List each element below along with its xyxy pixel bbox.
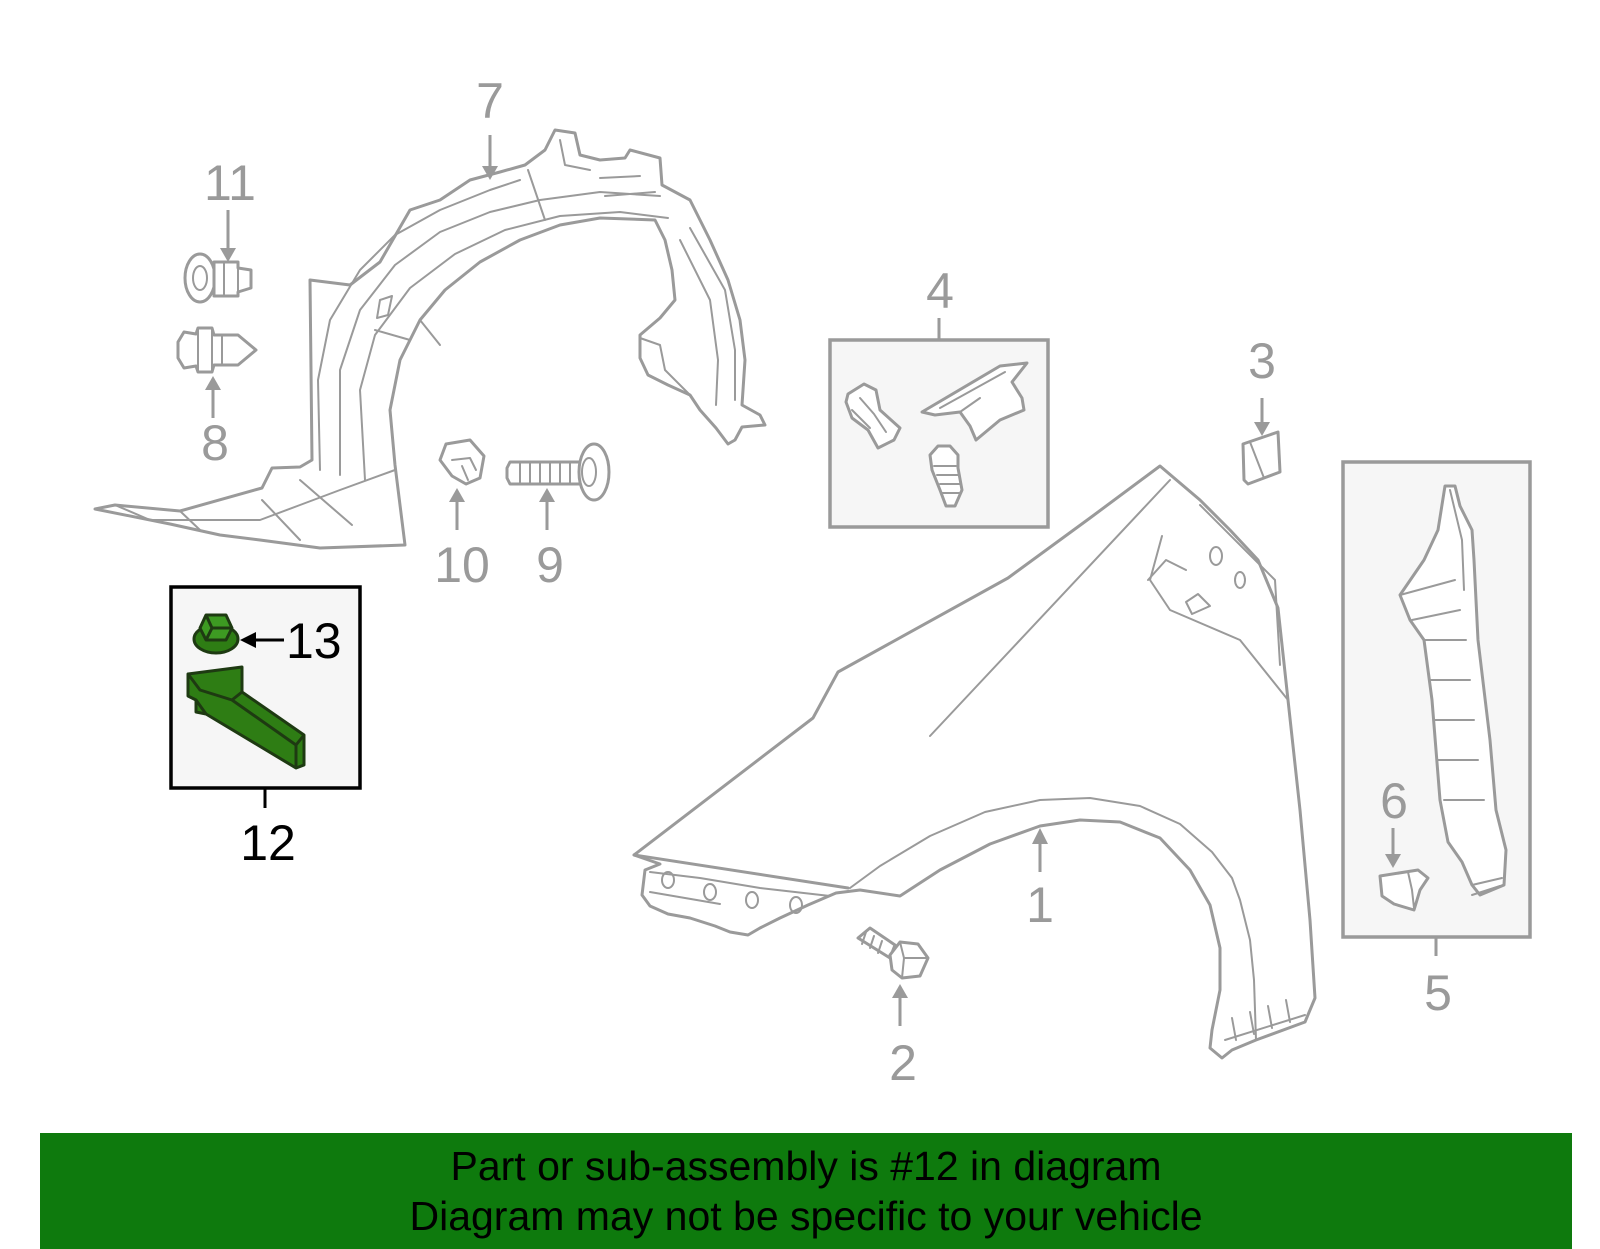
highlighted-part-12[interactable] bbox=[169, 585, 362, 790]
callout-12-label: 12 bbox=[240, 815, 296, 871]
fender-liner-part-7[interactable] bbox=[93, 128, 767, 550]
bracket-kit-part-4[interactable] bbox=[828, 338, 1050, 529]
callout-1-label: 1 bbox=[1026, 877, 1054, 933]
callout-12: 12 bbox=[240, 788, 296, 871]
push-clip-part-11[interactable] bbox=[183, 252, 253, 304]
clip-part-3[interactable] bbox=[1241, 430, 1282, 486]
bolt-part-2[interactable] bbox=[856, 926, 930, 980]
callout-6-label: 6 bbox=[1380, 773, 1408, 829]
clip-part-10[interactable] bbox=[438, 438, 486, 486]
callout-5: 5 bbox=[1424, 937, 1452, 1021]
callout-4: 4 bbox=[926, 263, 954, 340]
callout-1: 1 bbox=[1026, 828, 1054, 933]
banner-line-1: Part or sub-assembly is #12 in diagram bbox=[450, 1143, 1162, 1189]
front-fender-part-1[interactable] bbox=[632, 464, 1317, 1060]
callout-4-label: 4 bbox=[926, 263, 954, 319]
info-banner: Part or sub-assembly is #12 in diagram D… bbox=[40, 1133, 1572, 1249]
callout-8: 8 bbox=[201, 376, 229, 471]
callout-11: 11 bbox=[204, 155, 256, 262]
callout-9: 9 bbox=[536, 488, 564, 593]
bracket-part-12[interactable] bbox=[186, 665, 306, 770]
callout-7: 7 bbox=[476, 73, 504, 180]
grommet-part-8[interactable] bbox=[176, 326, 258, 374]
callout-5-label: 5 bbox=[1424, 965, 1452, 1021]
callout-10: 10 bbox=[434, 488, 490, 593]
banner-line-2: Diagram may not be specific to your vehi… bbox=[409, 1193, 1203, 1239]
callout-7-label: 7 bbox=[476, 73, 504, 129]
callout-10-label: 10 bbox=[434, 537, 490, 593]
nut-part-13[interactable] bbox=[192, 613, 240, 655]
clip-part-6[interactable] bbox=[1378, 868, 1430, 912]
callout-3: 3 bbox=[1248, 333, 1276, 436]
callout-8-label: 8 bbox=[201, 415, 229, 471]
callout-13-label: 13 bbox=[286, 613, 342, 669]
bolt-part-9[interactable] bbox=[505, 442, 611, 502]
callout-2-label: 2 bbox=[889, 1035, 917, 1091]
callout-13: 13 bbox=[240, 613, 342, 669]
callout-3-label: 3 bbox=[1248, 333, 1276, 389]
callout-6: 6 bbox=[1380, 773, 1408, 868]
fender-bracket-part-5[interactable] bbox=[1341, 460, 1532, 939]
callout-9-label: 9 bbox=[536, 537, 564, 593]
callout-2: 2 bbox=[889, 984, 917, 1091]
callout-11-label: 11 bbox=[204, 155, 256, 211]
